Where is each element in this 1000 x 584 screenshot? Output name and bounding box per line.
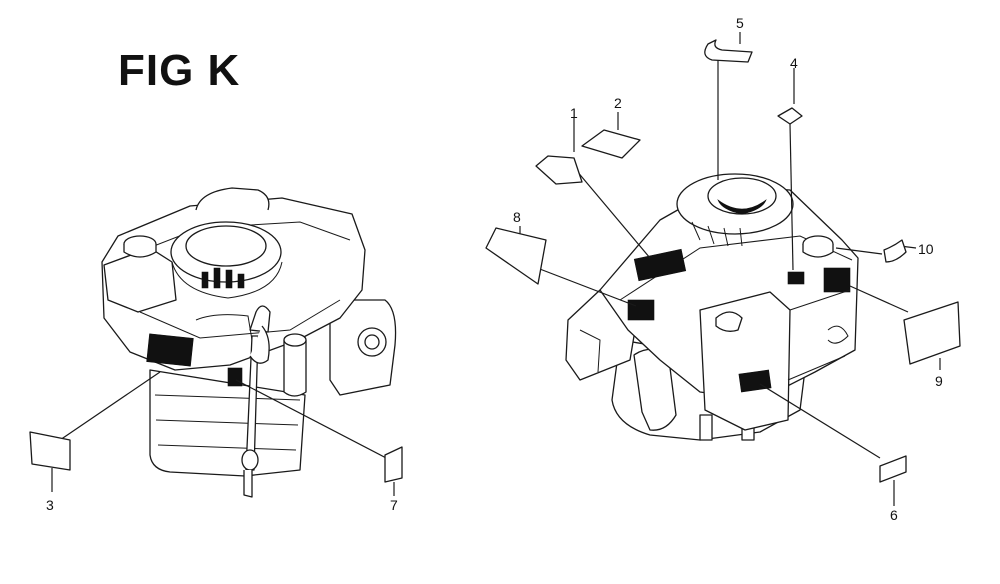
callout-5: 5 <box>736 15 744 31</box>
callout-4: 4 <box>790 55 798 71</box>
left-leader-lines <box>59 371 391 461</box>
decal-part-10 <box>883 239 907 263</box>
decal-part-5 <box>704 39 753 63</box>
callout-2: 2 <box>614 95 622 111</box>
callout-9: 9 <box>935 373 943 389</box>
callout-6: 6 <box>890 507 898 523</box>
decal-part-4 <box>777 107 803 125</box>
decal-part-9 <box>903 301 961 365</box>
right-decal-parts <box>485 39 961 483</box>
callout-1: 1 <box>570 105 578 121</box>
right-leader-lines <box>519 32 941 506</box>
callout-8: 8 <box>513 209 521 225</box>
callout-numbers: 1 2 3 4 5 6 7 8 9 10 <box>46 15 943 523</box>
decal-part-7 <box>384 446 403 483</box>
right-engine <box>565 173 859 441</box>
callout-3: 3 <box>46 497 54 513</box>
figure-title: FIG K <box>118 46 241 95</box>
decal-part-8 <box>485 227 547 285</box>
callout-7: 7 <box>390 497 398 513</box>
decal-part-1 <box>535 155 583 185</box>
decal-part-2 <box>581 129 641 159</box>
callout-10: 10 <box>918 241 934 257</box>
left-engine <box>101 187 397 498</box>
left-decal-parts <box>29 431 403 483</box>
decal-part-6 <box>879 455 907 483</box>
decal-part-3 <box>29 431 71 471</box>
